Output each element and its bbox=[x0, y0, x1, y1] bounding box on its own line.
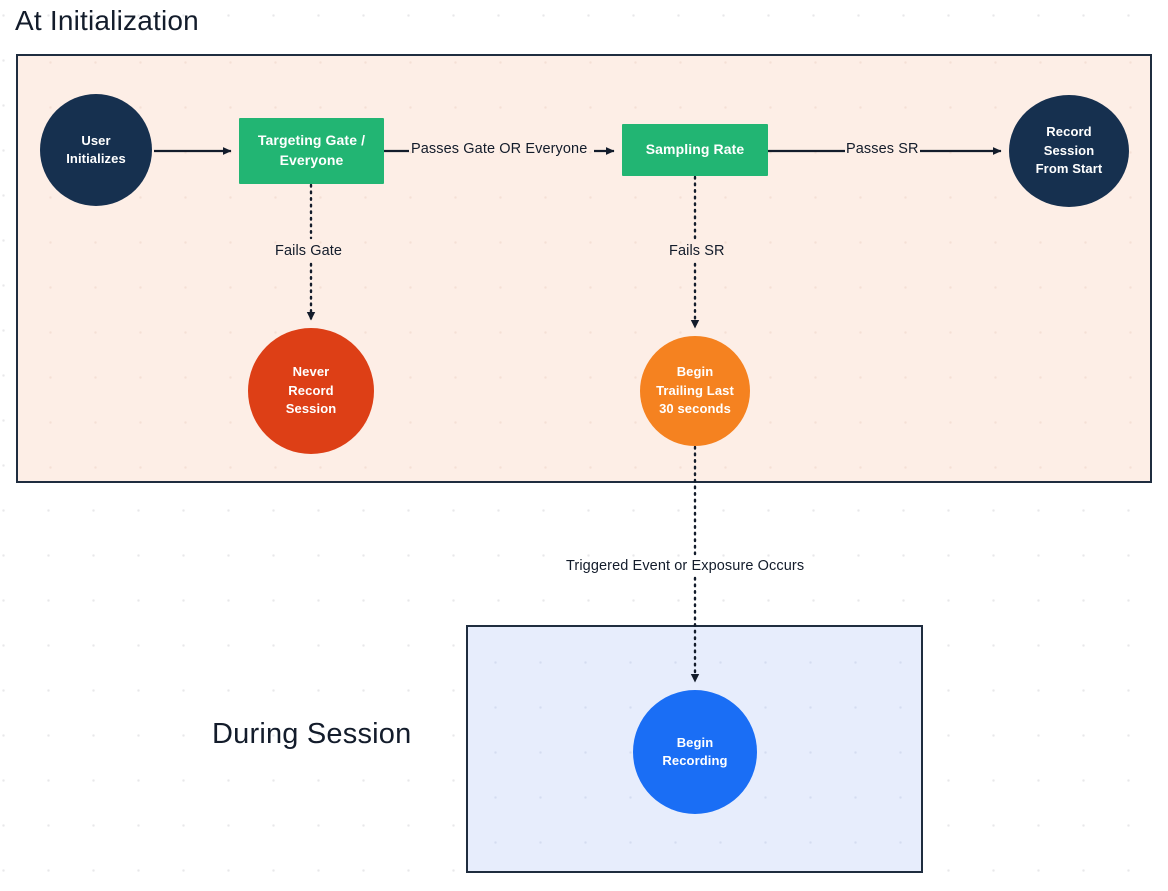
edge-label-fails-sr: Fails SR bbox=[669, 243, 725, 259]
edge-label-triggered-event-or-exposure-occurs: Triggered Event or Exposure Occurs bbox=[566, 558, 805, 574]
section-at-initialization bbox=[16, 54, 1152, 483]
node-begin-trailing-last-30-seconds[interactable]: Begin Trailing Last 30 seconds bbox=[640, 336, 750, 446]
edge-label-passes-gate-or-everyone: Passes Gate OR Everyone bbox=[411, 141, 588, 157]
node-sampling-rate[interactable]: Sampling Rate bbox=[622, 124, 768, 176]
page-title-during-session: During Session bbox=[212, 718, 412, 750]
node-record-session-from-start[interactable]: Record Session From Start bbox=[1009, 95, 1129, 207]
node-user-initializes[interactable]: User Initializes bbox=[40, 94, 152, 206]
page-title-at-initialization: At Initialization bbox=[15, 5, 199, 36]
node-never-record-session[interactable]: Never Record Session bbox=[248, 328, 374, 454]
edge-label-passes-sr: Passes SR bbox=[846, 141, 919, 157]
node-begin-recording[interactable]: Begin Recording bbox=[633, 690, 757, 814]
node-targeting-gate[interactable]: Targeting Gate / Everyone bbox=[239, 118, 384, 184]
edge-label-fails-gate: Fails Gate bbox=[275, 243, 343, 259]
